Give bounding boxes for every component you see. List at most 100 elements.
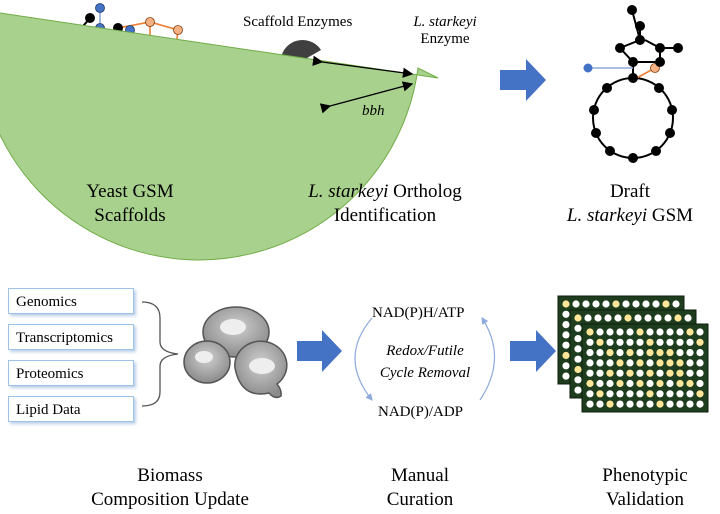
plate-well [636, 349, 644, 357]
plate-well [562, 372, 570, 380]
enzyme-pacmen [0, 12, 439, 261]
plate-well [606, 369, 614, 377]
plate-well [626, 379, 634, 388]
plate-well [646, 390, 654, 398]
plate-well [676, 349, 684, 357]
plate-well [666, 400, 674, 408]
plate-well [666, 328, 674, 336]
plate-well [626, 338, 634, 346]
plate-well [574, 386, 582, 394]
caption-biomass-composition: Biomass Composition Update [91, 465, 249, 510]
plate-well [696, 379, 704, 388]
plate-well [662, 300, 670, 308]
cofactor-bottom-label: NAD(P)/ADP [378, 404, 464, 420]
plate-well [624, 314, 632, 322]
plate-well [636, 338, 644, 346]
plate-well [656, 349, 664, 357]
scaffold-enzymes-label: Scaffold Enzymes [243, 14, 353, 30]
plate-well [584, 314, 592, 322]
plate-well [646, 369, 654, 377]
plate-well [674, 314, 682, 322]
plate-well [656, 338, 664, 346]
plate-well [636, 379, 644, 388]
plate-well [614, 314, 622, 322]
plate-well [574, 314, 582, 322]
plate-well [696, 390, 704, 398]
caption-phenotypic-validation: Phenotypic Validation [602, 465, 688, 510]
plate-well [636, 390, 644, 398]
plate-well [632, 300, 640, 308]
plate-well [686, 390, 694, 398]
plate-well [616, 338, 624, 346]
plate-well [626, 390, 634, 398]
draft-gsm-network [583, 5, 683, 163]
plate-well [586, 369, 594, 377]
plate-well [594, 314, 602, 322]
plate-well [596, 379, 604, 388]
plate-well [642, 300, 650, 308]
plate-well [586, 328, 594, 336]
plate-well [626, 328, 634, 336]
plate-well [586, 349, 594, 357]
data-box-proteomics: Proteomics [8, 360, 134, 386]
plate-well [606, 359, 614, 367]
plate-well [586, 400, 594, 408]
plate-well [574, 345, 582, 353]
caption-ortholog-identification: L. starkeyi Ortholog Identification [308, 181, 462, 226]
plate-well [586, 390, 594, 398]
plate-well [676, 369, 684, 377]
data-box-genomics: Genomics [8, 288, 134, 314]
plate-well [656, 390, 664, 398]
plate-well [686, 369, 694, 377]
plate-well [696, 400, 704, 408]
plate-well [586, 359, 594, 367]
plate-well [606, 338, 614, 346]
plate-well [572, 300, 580, 308]
plate-well [634, 314, 642, 322]
plate-well [696, 369, 704, 377]
phenotype-plates [557, 295, 709, 413]
plate-well [666, 338, 674, 346]
plate-well [656, 359, 664, 367]
plate-well [696, 359, 704, 367]
plate-well [622, 300, 630, 308]
plate-well [652, 300, 660, 308]
plate-well [562, 310, 570, 318]
plate-well [606, 328, 614, 336]
bbh-label: bbh [362, 103, 385, 119]
plate-well [616, 349, 624, 357]
plate-well [562, 321, 570, 329]
plate-well [606, 390, 614, 398]
data-box-transcriptomics: Transcriptomics [8, 324, 134, 350]
plate-well [646, 349, 654, 357]
plate-well [586, 338, 594, 346]
plate-well [596, 349, 604, 357]
caption-yeast-gsm-scaffolds: Yeast GSM Scaffolds [86, 181, 174, 226]
l-starkeyi-enzyme-label: L. starkeyi Enzyme [413, 14, 477, 47]
plate-well [686, 379, 694, 388]
plate-well [606, 379, 614, 388]
microplate [581, 323, 709, 413]
plate-well [672, 300, 680, 308]
plate-well [562, 300, 570, 308]
caption-draft-gsm: Draft L. starkeyi GSM [566, 181, 694, 226]
caption-manual-curation: Manual Curation [386, 465, 454, 510]
arrow-curation-to-validation [510, 330, 556, 372]
plate-well [676, 390, 684, 398]
plate-well [596, 400, 604, 408]
plate-well [686, 359, 694, 367]
plate-well [676, 359, 684, 367]
plate-well [636, 400, 644, 408]
plate-well [686, 349, 694, 357]
plate-well [626, 369, 634, 377]
plate-well [686, 328, 694, 336]
cofactor-top-label: NAD(P)H/ATP [372, 305, 465, 321]
plate-well [636, 328, 644, 336]
plate-well [664, 314, 672, 322]
plate-well [616, 379, 624, 388]
plate-well [616, 359, 624, 367]
plate-well [676, 328, 684, 336]
plate-well [626, 349, 634, 357]
plate-well [636, 369, 644, 377]
